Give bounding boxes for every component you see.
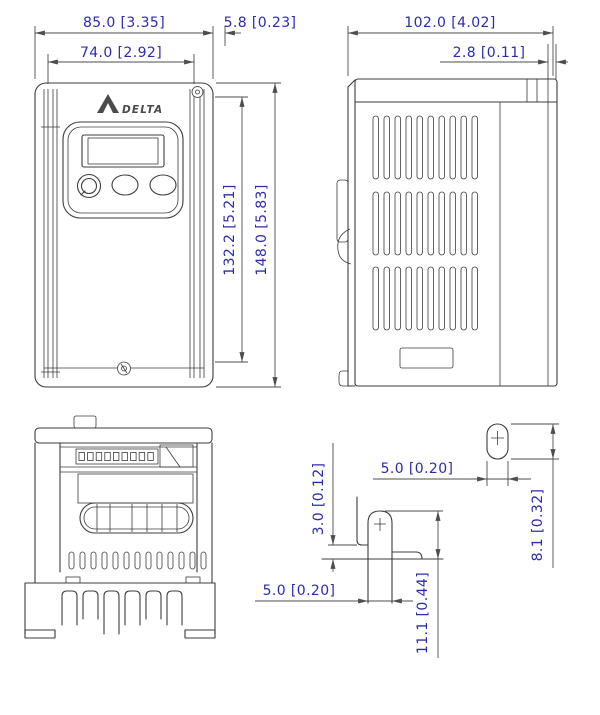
dim-top-slot-height: 8.1 [0.32] bbox=[530, 489, 546, 562]
dim-mounting-hole-pitch: 132.2 [5.21] bbox=[222, 184, 238, 275]
front-left-rail bbox=[41, 89, 60, 378]
side-tab bbox=[336, 179, 349, 243]
bottom-view bbox=[24, 415, 216, 639]
dim-bottom-slot-width: 5.0 [0.20] bbox=[263, 583, 336, 599]
mounting-slot-detail-bottom bbox=[255, 443, 444, 658]
lcd-display bbox=[81, 134, 165, 168]
bottom-screw-icon bbox=[117, 361, 131, 376]
delta-wordmark: DELTA bbox=[122, 104, 163, 116]
dim-front-overall-width: 85.0 [3.35] bbox=[83, 15, 165, 31]
knob bbox=[76, 173, 102, 199]
dim-overall-height: 148.0 [5.83] bbox=[254, 184, 270, 275]
front-right-rail bbox=[189, 89, 205, 378]
nameplate-label bbox=[399, 347, 454, 369]
slot-center-mark bbox=[374, 518, 386, 531]
top-tab bbox=[73, 415, 97, 429]
screw-icon bbox=[191, 86, 204, 98]
dim-bottom-notch-height: 3.0 [0.12] bbox=[311, 463, 327, 536]
delta-logo: DELTA bbox=[97, 94, 163, 116]
dim-top-slot-width: 5.0 [0.20] bbox=[381, 461, 454, 477]
terminal-block bbox=[75, 444, 194, 468]
dim-bottom-slot-depth: 11.1 [0.44] bbox=[415, 572, 431, 654]
dimension-labels: 85.0 [3.35] 74.0 [2.92] 5.8 [0.23] 102.0… bbox=[80, 15, 546, 654]
connector-block bbox=[79, 502, 194, 534]
bottom-vent-slots bbox=[68, 551, 207, 570]
heatsink bbox=[24, 576, 216, 639]
dim-cover-offset: 5.8 [0.23] bbox=[224, 15, 297, 31]
front-view: DELTA bbox=[34, 82, 214, 388]
slot-center-mark bbox=[491, 431, 504, 445]
keypad-button-right bbox=[149, 174, 177, 196]
keypad-button-left bbox=[111, 174, 139, 196]
din-clip bbox=[337, 228, 352, 265]
dim-front-panel-width: 74.0 [2.92] bbox=[80, 45, 162, 61]
dim-overall-depth: 102.0 [4.02] bbox=[404, 15, 495, 31]
dim-back-plate-thickness: 2.8 [0.11] bbox=[453, 45, 526, 61]
keypad-panel bbox=[62, 121, 184, 219]
vent-slots bbox=[372, 115, 478, 331]
dimension-annotations bbox=[34, 26, 568, 388]
mounting-slot-detail-top bbox=[373, 423, 559, 568]
side-view bbox=[336, 78, 558, 387]
